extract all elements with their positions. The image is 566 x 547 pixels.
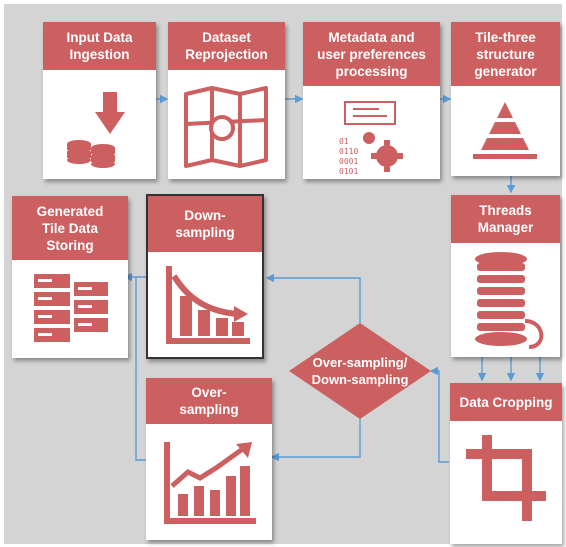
node-label: Metadata and user preferences processing — [317, 29, 426, 79]
node-threads-manager[interactable]: Threads Manager — [451, 195, 560, 357]
node-dataset-reprojection[interactable]: Dataset Reprojection — [168, 22, 285, 179]
node-tile-tree-generator[interactable]: Tile-three structure generator — [451, 22, 560, 176]
server-stack-icon — [34, 274, 108, 342]
thread-spool-icon — [475, 252, 544, 349]
binary-gears-icon: 01 0110 0001 0101 — [339, 101, 403, 176]
edge-oversampling-to-storing — [135, 277, 146, 461]
increasing-chart-icon — [164, 442, 256, 524]
edge-decision-to-oversampling — [270, 418, 361, 462]
crop-icon — [466, 435, 546, 521]
decision-label: Over-sampling/ Down-sampling — [311, 355, 409, 387]
node-down-sampling[interactable]: Down- sampling — [146, 194, 264, 359]
node-data-cropping[interactable]: Data Cropping — [450, 383, 562, 544]
node-generated-tile-storing[interactable]: Generated Tile Data Storing — [12, 196, 128, 358]
node-label: Dataset Reprojection — [185, 30, 268, 62]
node-label: Generated Tile Data Storing — [36, 203, 104, 253]
map-icon — [184, 86, 268, 168]
svg-text:0001: 0001 — [339, 157, 358, 166]
download-database-icon — [67, 92, 125, 168]
node-label: Down- sampling — [175, 208, 235, 240]
pyramid-icon — [473, 102, 537, 159]
node-label: Threads Manager — [477, 203, 534, 235]
svg-text:0110: 0110 — [339, 147, 358, 156]
node-over-sampling[interactable]: Over- sampling — [146, 378, 272, 540]
decision-diamond[interactable] — [289, 323, 431, 419]
svg-text:01: 01 — [339, 137, 349, 146]
node-input-data-ingestion[interactable]: Input Data Ingestion — [43, 22, 156, 179]
node-label: Data Cropping — [459, 394, 553, 410]
edge-decision-to-downsampling — [265, 273, 361, 323]
node-metadata-processing[interactable]: Metadata and user preferences processing… — [303, 22, 440, 179]
node-label: Input Data Ingestion — [66, 30, 133, 62]
edge-cropping-to-decision — [429, 366, 449, 463]
svg-text:0101: 0101 — [339, 167, 358, 176]
node-label: Over- sampling — [179, 385, 239, 417]
node-label: Tile-three structure generator — [474, 29, 537, 79]
decreasing-chart-icon — [166, 266, 250, 344]
